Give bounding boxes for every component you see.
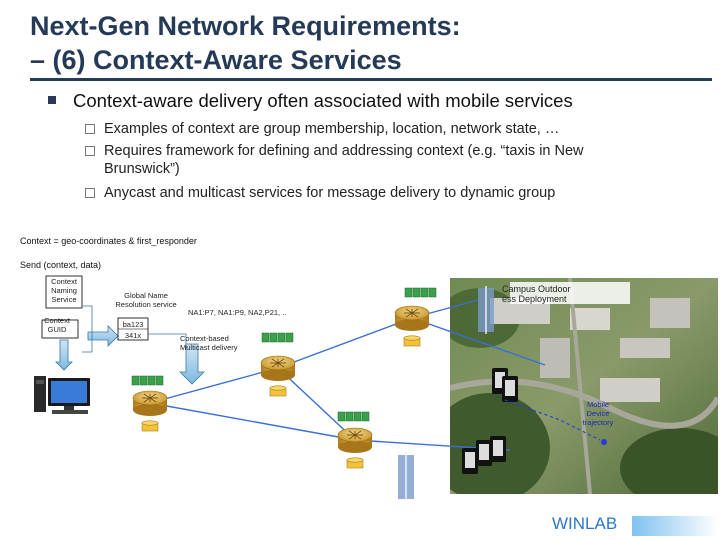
router-icon	[260, 355, 296, 382]
storage-disk-icon	[346, 457, 364, 469]
mobile-device-icon	[462, 448, 478, 474]
context-multicast-label: Context-based Multicast delivery	[180, 334, 238, 352]
trajectory-path	[504, 399, 601, 441]
checkbox-bullet-icon	[85, 146, 95, 156]
sub-bullet-text: Anycast and multicast services for messa…	[104, 185, 556, 201]
guid-value-1: ba123	[122, 320, 144, 329]
global-name-resolution-label: Global Name Resolution service	[115, 291, 177, 309]
flow-arrow	[87, 325, 119, 347]
context-guid-box	[41, 319, 79, 339]
title-line-2: – (6) Context-Aware Services	[30, 45, 402, 75]
context-definition: Context = geo-coordinates & first_respon…	[20, 236, 197, 246]
context-naming-service-box	[45, 275, 83, 309]
router-icon	[337, 427, 373, 454]
packet-blocks-icon	[261, 332, 294, 343]
packet-blocks-icon	[337, 411, 370, 422]
mobile-device-trajectory-label: Mobile Device trajectory	[582, 400, 614, 427]
storage-disk-icon	[269, 385, 287, 397]
checkbox-bullet-icon	[85, 188, 95, 198]
flow-arrow-down	[55, 339, 73, 371]
title-line-1: Next-Gen Network Requirements:	[30, 11, 461, 41]
flow-arrow-to-router	[179, 343, 205, 385]
winlab-logo-bar	[632, 516, 718, 536]
mobile-device-icon	[502, 376, 518, 402]
bullet-square-icon	[48, 96, 56, 104]
guid-value-2: 341x	[124, 331, 142, 340]
slide-title: Next-Gen Network Requirements: – (6) Con…	[30, 10, 710, 76]
mobile-device-icon	[476, 440, 492, 466]
mobile-device-icon	[490, 436, 506, 462]
desktop-computer-icon	[34, 376, 90, 414]
cell-tower-icon	[478, 286, 494, 334]
na-list-label: NA1:P7, NA1:P9, NA2,P21, ..	[188, 308, 287, 317]
trajectory-point	[601, 439, 607, 445]
context-naming-service-label: Context Naming Service	[51, 277, 77, 304]
sub-bullet-text: Requires framework for defining and addr…	[104, 143, 584, 177]
photo-caption: Campus Outdoor ess Deployment	[502, 284, 571, 304]
storage-disk-icon	[141, 420, 159, 432]
checkbox-bullet-icon	[85, 124, 95, 134]
packet-blocks-icon	[404, 287, 437, 298]
winlab-logo: WINLAB	[552, 514, 618, 533]
context-guid-label: Context GUID	[44, 316, 70, 334]
send-call: Send (context, data)	[20, 260, 102, 270]
flow-connector	[82, 305, 93, 353]
sub-bullet-text: Examples of context are group membership…	[104, 121, 560, 137]
router-icon	[132, 390, 168, 417]
router-icon	[394, 305, 430, 332]
title-rule	[30, 78, 712, 81]
cell-tower-icon	[398, 452, 414, 500]
packet-blocks-icon	[131, 375, 164, 386]
storage-disk-icon	[403, 335, 421, 347]
main-bullet-text: Context-aware delivery often associated …	[73, 90, 573, 111]
